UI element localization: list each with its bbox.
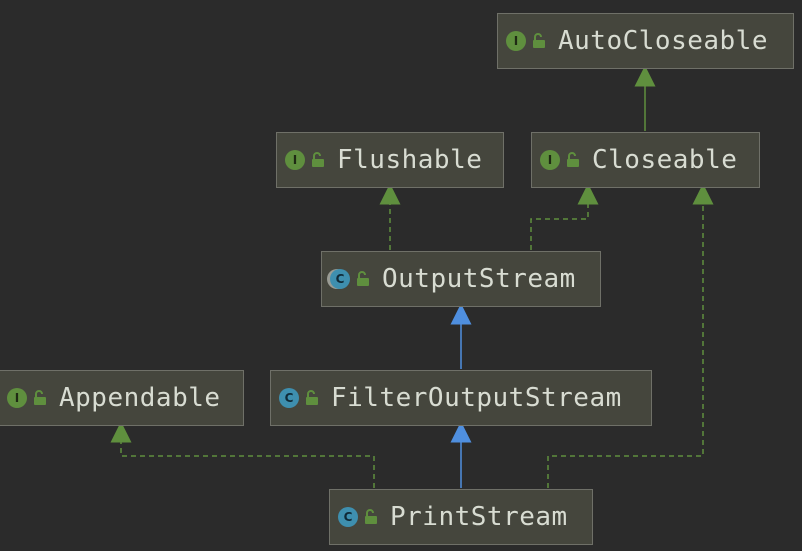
node-label: FilterOutputStream bbox=[331, 383, 622, 413]
node-label: Closeable bbox=[592, 145, 738, 175]
node-closeable[interactable]: I Closeable bbox=[531, 132, 760, 188]
node-autocloseable[interactable]: I AutoCloseable bbox=[497, 13, 794, 69]
interface-icon: I bbox=[506, 31, 526, 51]
unlock-icon bbox=[34, 390, 46, 405]
edge-printstream-closeable bbox=[547, 183, 714, 488]
edge-printstream-appendable bbox=[110, 421, 375, 488]
unlock-icon bbox=[306, 390, 318, 405]
node-label: PrintStream bbox=[390, 502, 568, 532]
interface-icon: I bbox=[285, 150, 305, 170]
unlock-icon bbox=[533, 33, 545, 48]
node-filteroutputstream[interactable]: C FilterOutputStream bbox=[270, 370, 652, 426]
node-appendable[interactable]: I Appendable bbox=[0, 370, 244, 426]
abstract-class-icon: C bbox=[330, 269, 350, 289]
node-outputstream[interactable]: C OutputStream bbox=[321, 251, 601, 307]
interface-icon: I bbox=[540, 150, 560, 170]
node-flushable[interactable]: I Flushable bbox=[276, 132, 504, 188]
class-icon: C bbox=[279, 388, 299, 408]
unlock-icon bbox=[567, 152, 579, 167]
node-label: AutoCloseable bbox=[558, 26, 768, 56]
node-label: Appendable bbox=[59, 383, 221, 413]
node-printstream[interactable]: C PrintStream bbox=[329, 489, 593, 545]
node-label: Flushable bbox=[337, 145, 483, 175]
unlock-icon bbox=[312, 152, 324, 167]
node-label: OutputStream bbox=[382, 264, 576, 294]
edge-outputstream-closeable bbox=[530, 183, 599, 250]
class-icon: C bbox=[338, 507, 358, 527]
interface-icon: I bbox=[7, 388, 27, 408]
unlock-icon bbox=[357, 271, 369, 286]
unlock-icon bbox=[365, 509, 377, 524]
